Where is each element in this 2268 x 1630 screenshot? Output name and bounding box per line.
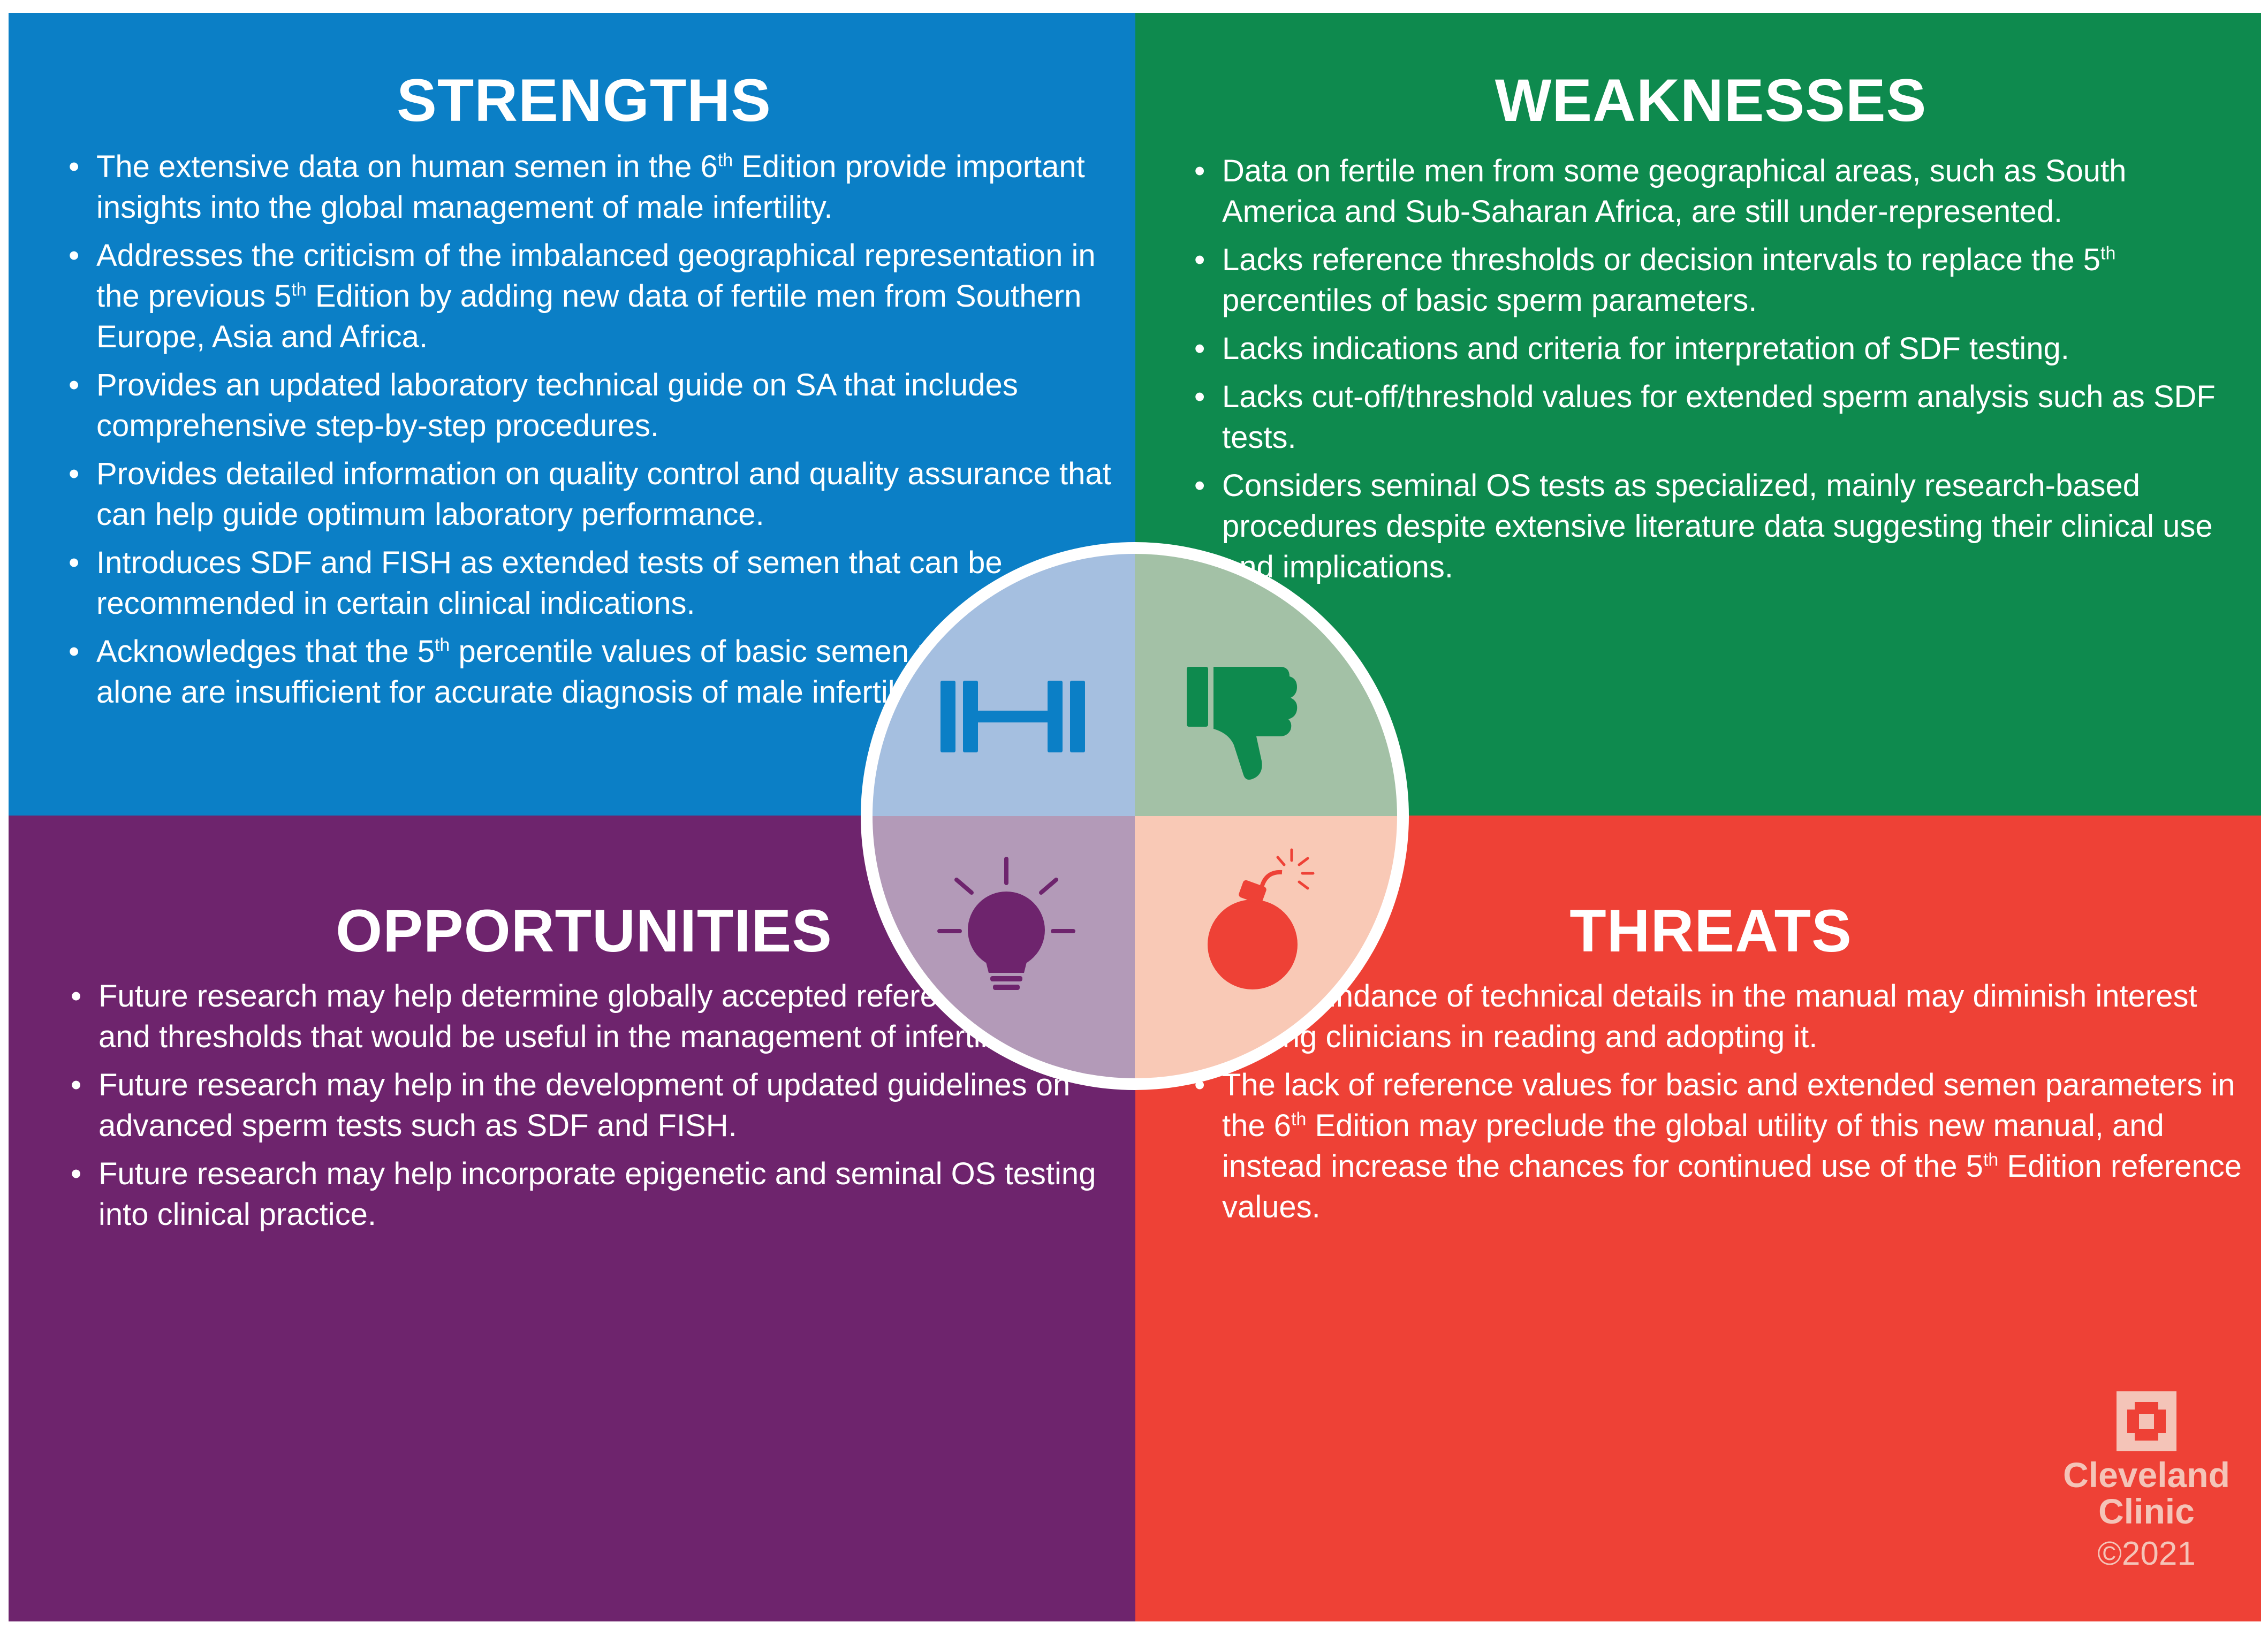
dumbbell-icon [940, 681, 1085, 752]
bullet-text: percentiles of basic sperm parameters. [1222, 283, 1757, 318]
bullet-text: Lacks indications and criteria for inter… [1222, 331, 2069, 366]
opportunities-title: OPPORTUNITIES [336, 897, 832, 964]
bullet-item: Provides detailed information on quality… [69, 454, 1118, 535]
bomb-icon [1208, 848, 1315, 989]
bullet-item: Future research may help in the developm… [71, 1065, 1136, 1146]
bullet-text: Future research may help in the developm… [98, 1068, 1071, 1143]
bullet-item: The extensive data on human semen in the… [69, 147, 1118, 228]
bullet-item: Lacks reference thresholds or decision i… [1194, 240, 2233, 321]
superscript: th [291, 279, 307, 300]
bullet-text: Lacks cut-off/threshold values for exten… [1222, 379, 2216, 455]
bullet-text: Edition may preclude the global utility … [1222, 1108, 2164, 1184]
copyright-text: ©2021 [2097, 1535, 2196, 1572]
strengths-title: STRENGTHS [397, 67, 771, 134]
threats-list: The abundance of technical details in th… [1194, 976, 2265, 1235]
bullet-text: The abundance of technical details in th… [1222, 979, 2197, 1054]
bullet-text: Provides an updated laboratory technical… [96, 368, 1018, 443]
logo-name-line2: Clinic [2098, 1491, 2195, 1531]
bullet-text: The extensive data on human semen in the… [96, 149, 718, 184]
bullet-item: Considers seminal OS tests as specialize… [1194, 466, 2233, 588]
weaknesses-title: WEAKNESSES [1495, 67, 1927, 134]
swot-center-circle [859, 540, 1410, 1092]
superscript: th [1983, 1149, 1999, 1170]
bullet-text: percentile values of basic semen paramet… [96, 634, 1075, 710]
superscript: th [2100, 243, 2116, 264]
bullet-item: Lacks cut-off/threshold values for exten… [1194, 377, 2233, 458]
thumbs-down-icon [1187, 667, 1298, 780]
superscript: th [717, 150, 733, 171]
bullet-text: Future research may help incorporate epi… [98, 1156, 1096, 1232]
cleveland-clinic-logo-icon [2117, 1391, 2176, 1451]
superscript: th [434, 635, 450, 656]
bullet-text: Acknowledges that the 5 [96, 634, 435, 669]
bullet-item: Future research may help incorporate epi… [71, 1154, 1136, 1235]
logo-name-line1: Cleveland [2063, 1455, 2230, 1495]
bullet-text: Introduces SDF and FISH as extended test… [96, 545, 1003, 621]
bullet-item: Provides an updated laboratory technical… [69, 365, 1118, 446]
strengths-list: The extensive data on human semen in the… [69, 147, 1118, 720]
strengths-quadrant: STRENGTHS The extensive data on human se… [9, 13, 1135, 816]
bullet-text: Lacks reference thresholds or decision i… [1222, 242, 2100, 277]
bullet-text: The lack of reference values for basic a… [1222, 1068, 2235, 1143]
threats-title: THREATS [1569, 897, 1852, 964]
bullet-text: Future research may help determine globa… [98, 979, 1091, 1054]
bullet-text: Addresses the criticism of the imbalance… [96, 238, 1096, 314]
bullet-item: Acknowledges that the 5th percentile val… [69, 631, 1118, 713]
bullet-text: Considers seminal OS tests as specialize… [1222, 468, 2213, 584]
superscript: th [1291, 1109, 1307, 1130]
lightbulb-icon [937, 857, 1075, 990]
bullet-item: Introduces SDF and FISH as extended test… [69, 543, 1118, 624]
bullet-text: Edition provide important insights into … [96, 149, 1085, 225]
opportunities-list: Future research may help determine globa… [71, 976, 1136, 1243]
bullet-item: Addresses the criticism of the imbalance… [69, 235, 1118, 357]
bullet-text: Edition reference values. [1222, 1149, 2242, 1224]
bullet-item: The abundance of technical details in th… [1194, 976, 2265, 1057]
bullet-item: Data on fertile men from some geographic… [1194, 151, 2233, 232]
bullet-item: The lack of reference values for basic a… [1194, 1065, 2265, 1228]
bullet-text: Data on fertile men from some geographic… [1222, 154, 2127, 229]
cleveland-clinic-logo: Cleveland Clinic ©2021 [2050, 1391, 2243, 1575]
bullet-text: Edition by adding new data of fertile me… [96, 279, 1082, 354]
weaknesses-list: Data on fertile men from some geographic… [1194, 151, 2233, 595]
bullet-item: Future research may help determine globa… [71, 976, 1136, 1057]
bullet-item: Lacks indications and criteria for inter… [1194, 329, 2233, 369]
bullet-text: Provides detailed information on quality… [96, 456, 1111, 532]
